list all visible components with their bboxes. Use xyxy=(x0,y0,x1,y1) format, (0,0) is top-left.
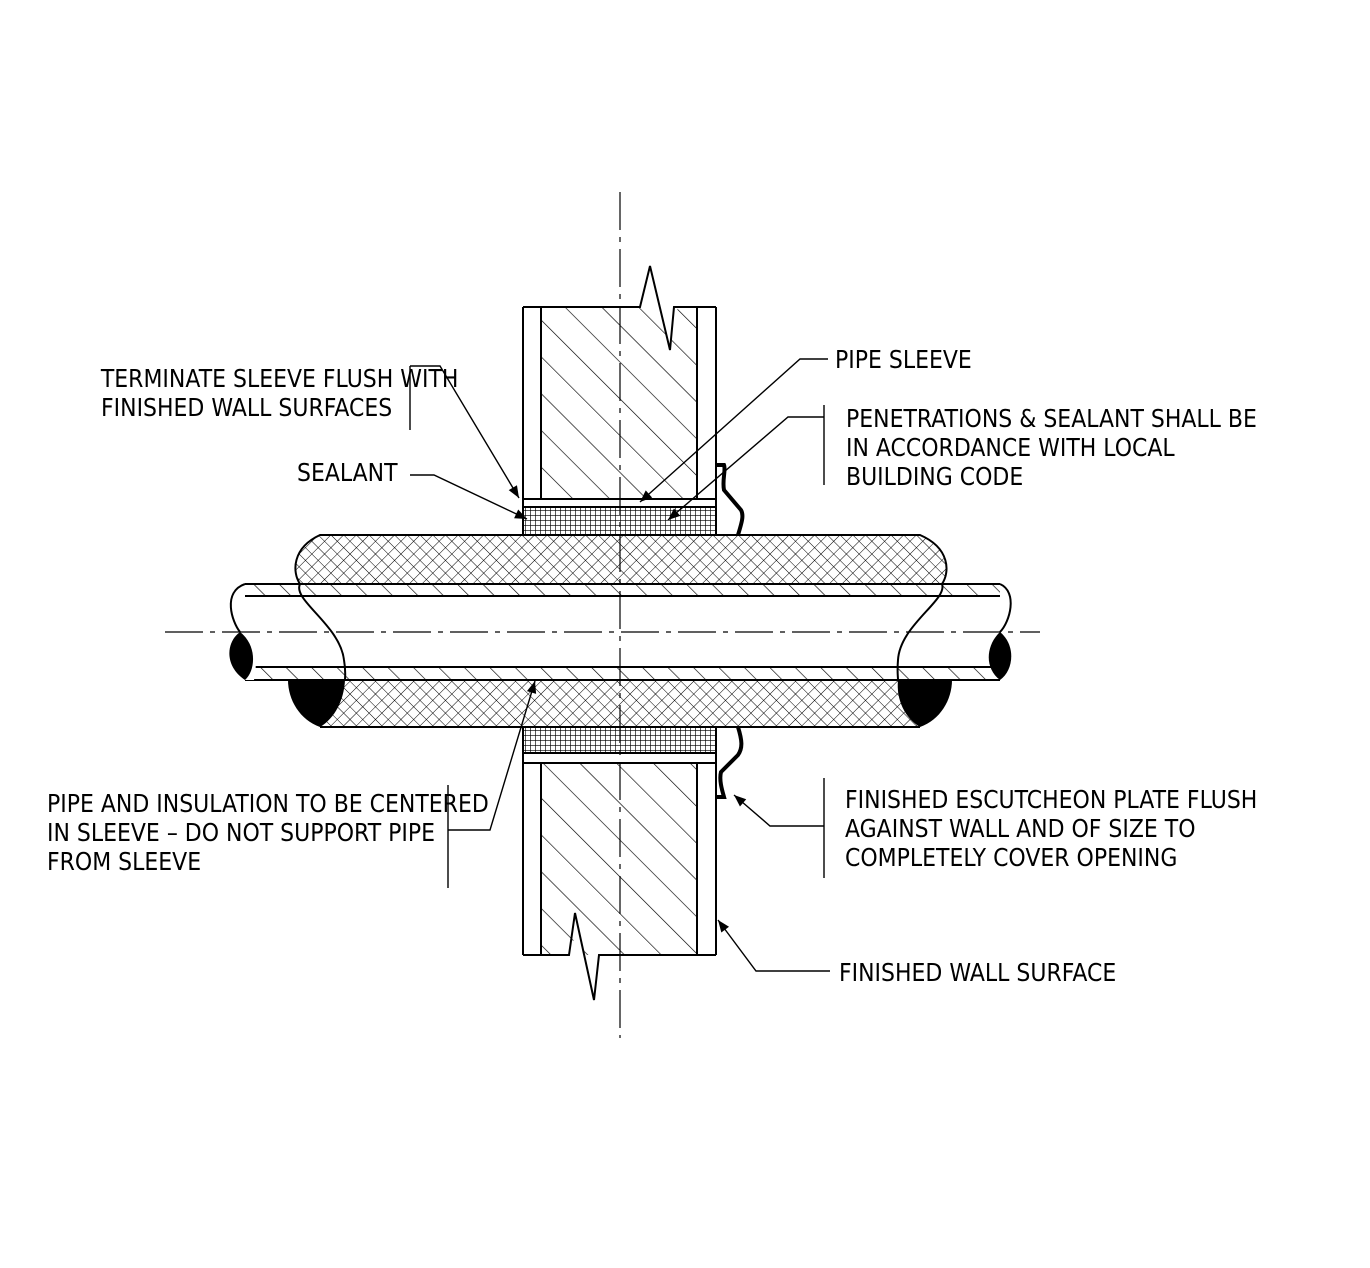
terminate-sleeve-line-2: FINISHED WALL SURFACES xyxy=(101,393,392,423)
sealant-label: SEALANT xyxy=(297,458,398,488)
pipe-insulation-line-3: FROM SLEEVE xyxy=(47,847,201,877)
penetrations-line-3: BUILDING CODE xyxy=(846,462,1023,492)
annotations: TERMINATE SLEEVE FLUSH WITH FINISHED WAL… xyxy=(47,345,1257,988)
pipe-sleeve-label: PIPE SLEEVE xyxy=(835,345,972,375)
penetrations-line-1: PENETRATIONS & SEALANT SHALL BE xyxy=(846,404,1257,434)
pipe-insulation-line-2: IN SLEEVE – DO NOT SUPPORT PIPE xyxy=(47,818,435,848)
escutcheon-plate xyxy=(716,463,745,799)
wall-lower xyxy=(522,763,717,1001)
terminate-sleeve-line-1: TERMINATE SLEEVE FLUSH WITH xyxy=(100,364,459,394)
penetrations-line-2: IN ACCORDANCE WITH LOCAL xyxy=(846,433,1175,463)
centerlines xyxy=(165,192,1040,1038)
leaders xyxy=(409,358,830,972)
pipe xyxy=(229,583,1012,681)
escutcheon-line-2: AGAINST WALL AND OF SIZE TO xyxy=(845,814,1196,844)
escutcheon-line-1: FINISHED ESCUTCHEON PLATE FLUSH xyxy=(845,785,1257,815)
escutcheon-line-3: COMPLETELY COVER OPENING xyxy=(845,843,1177,873)
pipe-insulation-line-1: PIPE AND INSULATION TO BE CENTERED xyxy=(47,789,489,819)
wall-upper xyxy=(522,264,717,499)
finished-wall-label: FINISHED WALL SURFACE xyxy=(839,958,1116,988)
